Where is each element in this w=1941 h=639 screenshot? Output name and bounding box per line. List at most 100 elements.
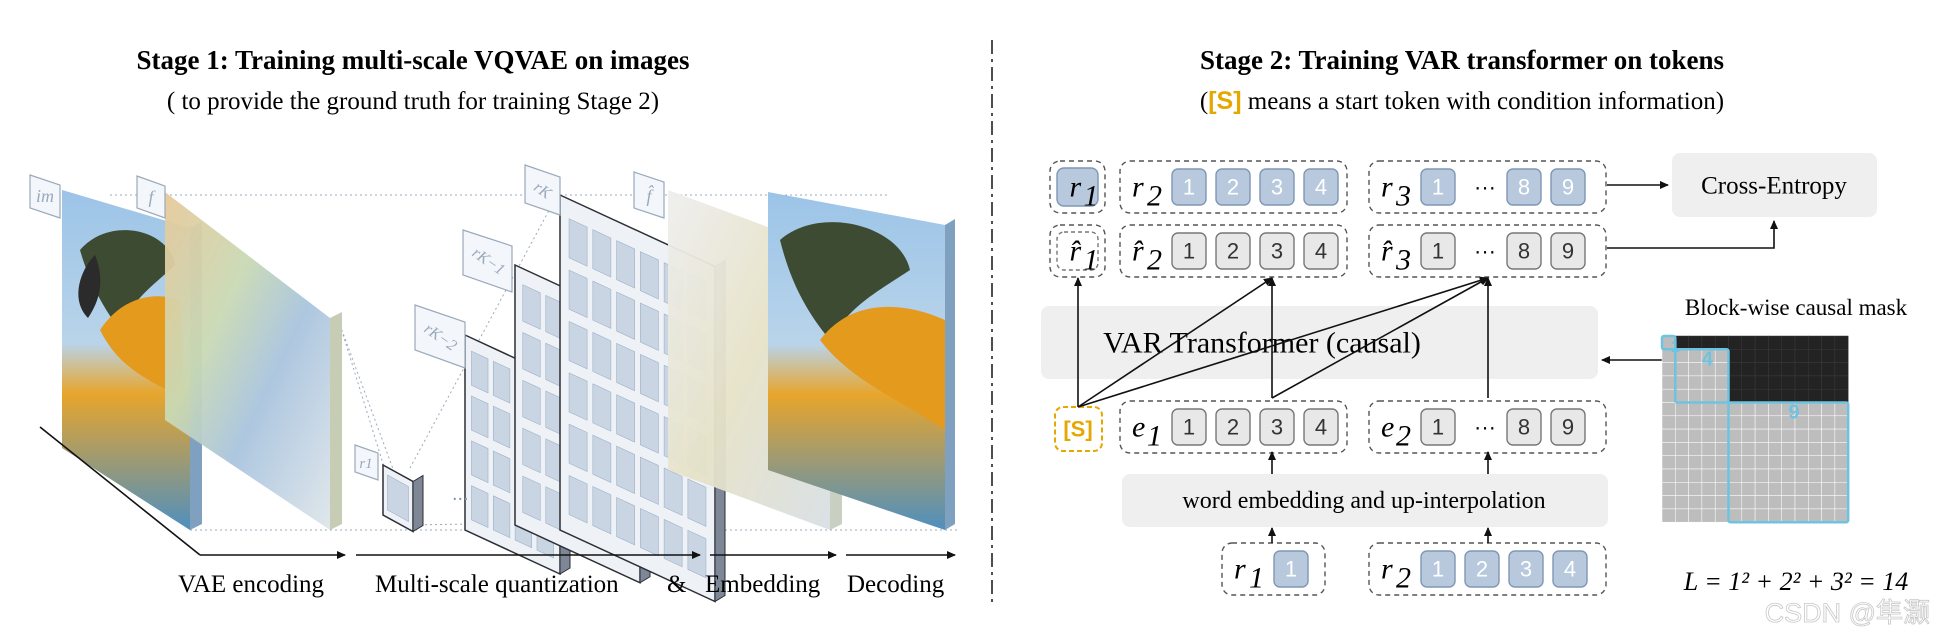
length-formula: L = 1² + 2² + 3² = 14 <box>1683 567 1909 596</box>
block-wise-causal-mask: 149 <box>1660 334 1850 524</box>
feature-map-f <box>165 192 342 530</box>
mask-title: Block-wise causal mask <box>1685 295 1908 320</box>
svg-text:2: 2 <box>1227 239 1239 264</box>
token-9: 9 <box>1550 408 1586 446</box>
token-ellipsis: ··· <box>1474 239 1496 264</box>
var-transformer-box <box>1041 306 1598 379</box>
stage2-arrows <box>1074 181 1778 543</box>
svg-text:8: 8 <box>1518 175 1530 200</box>
svg-text:9: 9 <box>1562 415 1574 440</box>
embedding-label: Embedding <box>705 571 821 598</box>
rK-tag: rK <box>524 164 561 216</box>
image-tag: im <box>29 174 61 219</box>
svg-text:f: f <box>148 187 156 207</box>
svg-text:2: 2 <box>1227 175 1239 200</box>
scale-ellipsis: ... <box>452 483 469 505</box>
svg-text:8: 8 <box>1518 415 1530 440</box>
svg-text:9: 9 <box>1562 175 1574 200</box>
token-2: 2 <box>1215 408 1251 446</box>
token-1: 1 <box>1171 232 1207 270</box>
emb-e1-symbol: e <box>1132 411 1145 444</box>
pred-r3-symbol: r̂ <box>1381 235 1393 268</box>
r1-tag: r1 <box>354 444 379 481</box>
svg-text:3: 3 <box>1271 415 1283 440</box>
svg-text:1: 1 <box>1183 239 1195 264</box>
svg-text:2: 2 <box>1227 415 1239 440</box>
emb-e2-symbol: e <box>1381 411 1394 444</box>
stage1-panel: Stage 1: Training multi-scale VQVAE on i… <box>29 45 960 603</box>
token-ellipsis: ··· <box>1474 415 1496 440</box>
svg-text:4: 4 <box>1315 415 1327 440</box>
pipeline-arrows <box>39 426 956 559</box>
mask-block-2 <box>1674 348 1730 404</box>
token-9: 9 <box>1550 232 1586 270</box>
token-1: 1 <box>1420 408 1456 446</box>
f-tag: f <box>136 175 166 219</box>
svg-text:1: 1 <box>1285 557 1297 582</box>
svg-text:3: 3 <box>1271 175 1283 200</box>
svg-text:1: 1 <box>1249 562 1264 595</box>
svg-text:1: 1 <box>1183 175 1195 200</box>
target-r3-symbol: r <box>1381 171 1393 204</box>
start-token: [S] <box>1054 406 1103 452</box>
svg-text:3: 3 <box>1395 180 1411 213</box>
token-3: 3 <box>1259 232 1295 270</box>
token-3: 3 <box>1508 550 1544 588</box>
token-2: 2 <box>1464 550 1500 588</box>
word-embedding-box <box>1122 474 1608 527</box>
token-ellipsis: ··· <box>1474 175 1496 200</box>
cross-entropy-label: Cross-Entropy <box>1701 173 1847 200</box>
svg-text:3: 3 <box>1271 239 1283 264</box>
svg-text:1: 1 <box>1432 415 1444 440</box>
fhat-tag: f̂ <box>633 171 665 219</box>
svg-text:r1: r1 <box>359 456 372 472</box>
token-4: 4 <box>1303 232 1339 270</box>
mask-block-label-3: 9 <box>1788 402 1799 424</box>
mask-block-3 <box>1727 401 1850 524</box>
input-r2-symbol: r <box>1381 553 1393 586</box>
svg-text:2: 2 <box>1147 244 1162 277</box>
token-1: 1 <box>1171 408 1207 446</box>
token-4: 4 <box>1552 550 1588 588</box>
pred-r2-symbol: r̂ <box>1132 235 1144 268</box>
token-1: 1 <box>1273 550 1309 588</box>
token-2: 2 <box>1215 232 1251 270</box>
svg-text:4: 4 <box>1315 175 1327 200</box>
pred-r1-row: r̂1 <box>1049 224 1106 278</box>
token-1: 1 <box>1420 550 1456 588</box>
vae-encoding-label: VAE encoding <box>178 571 325 598</box>
stage1-subtitle: ( to provide the ground truth for traini… <box>167 88 659 115</box>
svg-text:2: 2 <box>1147 180 1162 213</box>
token-3: 3 <box>1259 168 1295 206</box>
token-1: 1 <box>1420 168 1456 206</box>
svg-text:1: 1 <box>1432 239 1444 264</box>
token-map-1 <box>382 463 424 533</box>
mask-block-label-1: 1 <box>1671 339 1680 356</box>
svg-text:2: 2 <box>1396 420 1411 453</box>
svg-text:4: 4 <box>1315 239 1327 264</box>
word-embedding-label: word embedding and up-interpolation <box>1182 488 1545 514</box>
svg-text:[S]: [S] <box>1063 417 1092 442</box>
stage2-title: Stage 2: Training VAR transformer on tok… <box>1200 45 1724 75</box>
svg-text:4: 4 <box>1564 557 1576 582</box>
reconstructed-image <box>768 192 955 530</box>
pred-r1-symbol: r̂ <box>1070 235 1082 268</box>
target-r2-symbol: r <box>1132 171 1144 204</box>
token-8: 8 <box>1506 408 1542 446</box>
ampersand-label: & <box>667 571 686 598</box>
svg-text:im: im <box>36 186 54 206</box>
token-3: 3 <box>1259 408 1295 446</box>
token-9: 9 <box>1550 168 1586 206</box>
svg-text:2: 2 <box>1396 562 1411 595</box>
token-8: 8 <box>1506 168 1542 206</box>
svg-text:2: 2 <box>1476 557 1488 582</box>
